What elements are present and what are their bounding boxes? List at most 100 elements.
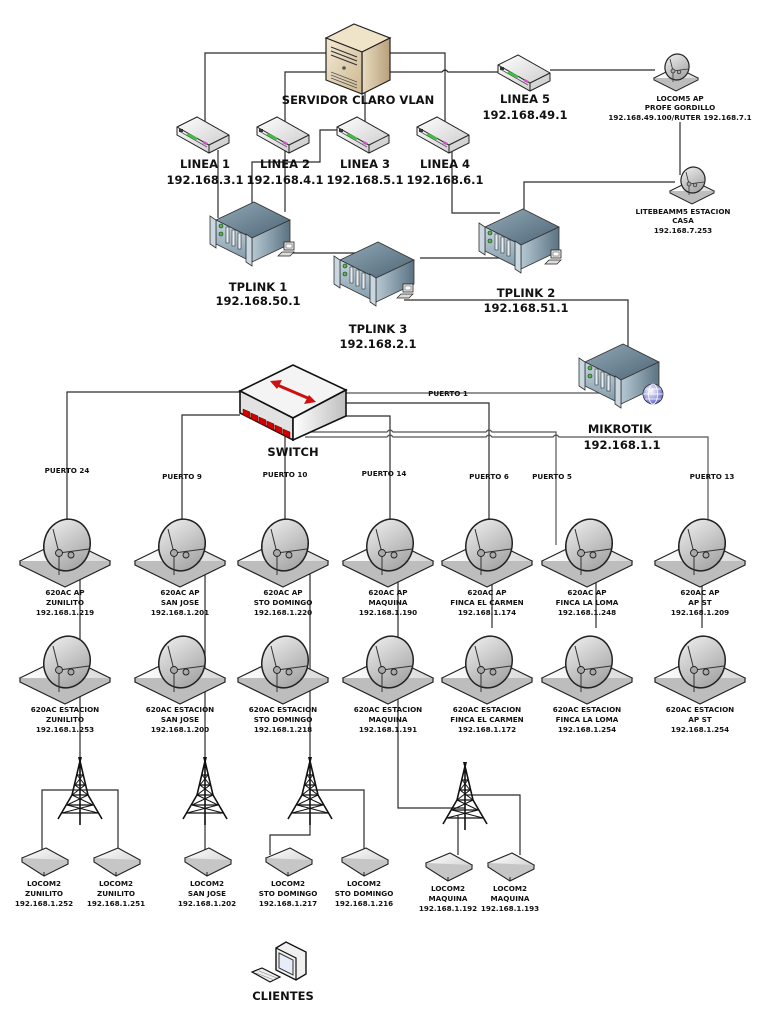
linea-1[interactable]: LINEA 1 192.168.3.1 — [166, 115, 244, 187]
ap-ip: 192.168.1.248 — [558, 608, 616, 617]
client-ip: 192.168.1.217 — [259, 899, 317, 908]
modem-icon — [496, 53, 552, 93]
device-ip: 192.168.49.100/RUTER 192.168.7.1 — [608, 113, 751, 122]
cpe-icon — [93, 847, 141, 877]
client-ip: 192.168.1.193 — [481, 904, 539, 913]
dish-icon — [541, 630, 633, 705]
linea-5[interactable]: LINEA 5 192.168.49.1 — [482, 53, 568, 122]
tplink-2[interactable]: TPLINK 2 192.168.51.1 — [478, 208, 569, 315]
tower-icon — [442, 761, 488, 831]
wire-server-linea2 — [284, 71, 330, 130]
client-label: LOCOM2 — [99, 879, 133, 888]
station-ip: 192.168.1.218 — [254, 725, 312, 734]
station-label: SAN JOSE — [161, 715, 199, 724]
dish-icon — [441, 630, 533, 705]
station-ip: 192.168.1.200 — [151, 725, 209, 734]
litebeam-estacion[interactable]: LITEBEAMM5 ESTACION CASA 192.168.7.253 — [636, 163, 731, 235]
client-label: LOCOM2 — [347, 879, 381, 888]
client-ip: 192.168.1.251 — [87, 899, 145, 908]
clientes[interactable]: CLIENTES — [250, 941, 314, 1003]
ap-label: ZUNILITO — [46, 598, 84, 607]
device-label: PROFE GORDILLO — [645, 103, 715, 112]
dish-icon — [654, 513, 746, 588]
station-ip: 192.168.1.254 — [558, 725, 616, 734]
tower-icon — [57, 756, 103, 826]
station-label: FINCA LA LOMA — [556, 715, 619, 724]
globe-icon — [642, 383, 664, 405]
device-label: LOCOM5 AP — [656, 94, 703, 103]
locom5-ap[interactable]: LOCOM5 AP PROFE GORDILLO 192.168.49.100/… — [608, 50, 752, 122]
ap-ip: 192.168.1.209 — [671, 608, 729, 617]
device-label: LITEBEAMM5 ESTACION — [636, 207, 731, 216]
linea-4[interactable]: LINEA 4 192.168.6.1 — [406, 115, 484, 187]
mikrotik-router[interactable]: MIKROTIK 192.168.1.1 — [578, 343, 664, 452]
dish-icon — [237, 513, 329, 588]
switch[interactable]: SWITCH PUERTO 1 — [238, 364, 468, 459]
tplink-3[interactable]: TPLINK 3 192.168.2.1 — [333, 241, 417, 351]
station-label: 620AC ESTACION — [666, 705, 734, 714]
linea-ip: 192.168.3.1 — [166, 173, 243, 187]
client-label: MAQUINA — [491, 894, 530, 903]
cpe-icon — [487, 852, 535, 882]
linea-ip: 192.168.49.1 — [482, 108, 567, 122]
station-label: AP ST — [688, 715, 712, 724]
client-label: LOCOM2 — [190, 879, 224, 888]
dish-icon — [19, 630, 111, 705]
linea-ip: 192.168.5.1 — [326, 173, 403, 187]
linea-2[interactable]: LINEA 2 192.168.4.1 — [246, 115, 324, 187]
tplink-name: TPLINK 3 — [349, 322, 407, 336]
mikrotik-ip: 192.168.1.1 — [583, 438, 660, 452]
tower-icon — [287, 756, 333, 826]
ap-ip: 192.168.1.190 — [359, 608, 417, 617]
mikrotik-name: MIKROTIK — [588, 422, 653, 436]
modem-icon — [415, 115, 471, 155]
dish-icon — [654, 630, 746, 705]
ap-label: 620AC AP — [567, 588, 606, 597]
station-label: FINCA EL CARMEN — [450, 715, 523, 724]
connection-lines — [41, 52, 709, 855]
server-claro-vlan[interactable]: SERVIDOR CLARO VLAN — [282, 23, 434, 107]
linea-3[interactable]: LINEA 3 192.168.5.1 — [326, 115, 404, 187]
port-label: PUERTO 9 — [162, 472, 202, 481]
ap-label: FINCA EL CARMEN — [450, 598, 523, 607]
linea-ip: 192.168.4.1 — [246, 173, 323, 187]
tplink-ip: 192.168.2.1 — [339, 337, 416, 351]
wire-switch-puerto9 — [181, 414, 240, 520]
ap-label: MAQUINA — [369, 598, 408, 607]
station-label: ZUNILITO — [46, 715, 84, 724]
ap-label: FINCA LA LOMA — [556, 598, 619, 607]
station-label: MAQUINA — [369, 715, 408, 724]
client-label: STO DOMINGO — [335, 889, 394, 898]
port-label: PUERTO 24 — [45, 466, 90, 475]
wire-server-linea4 — [390, 52, 446, 125]
tplink-1[interactable]: TPLINK 1 192.168.50.1 — [209, 201, 301, 308]
ap-ip: 192.168.1.219 — [36, 608, 94, 617]
station-label: 620AC ESTACION — [31, 705, 99, 714]
